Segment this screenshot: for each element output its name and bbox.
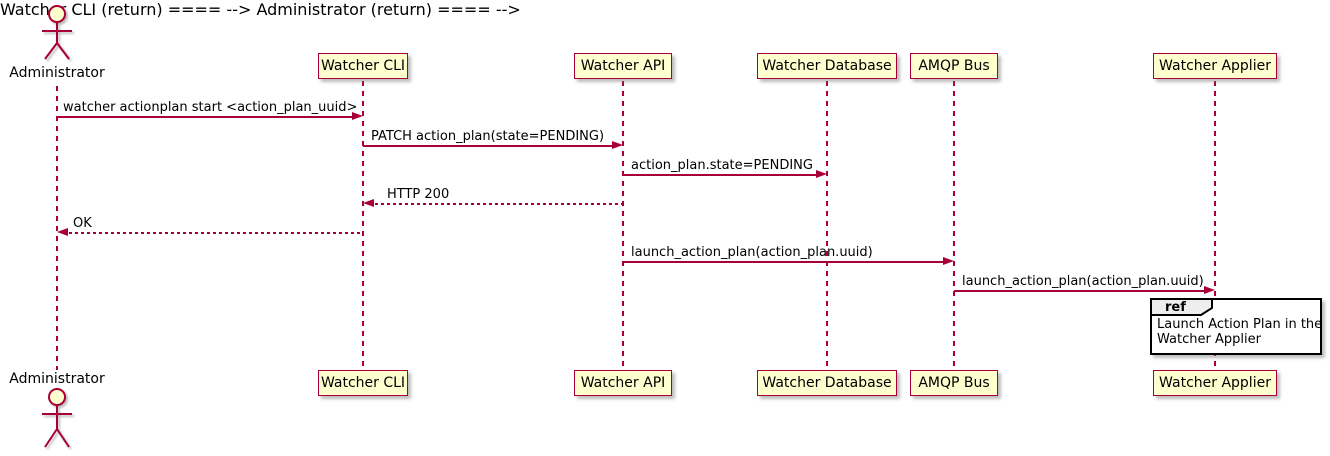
message-3-arrowhead bbox=[816, 170, 827, 178]
actor-icon-bottom bbox=[42, 388, 72, 448]
ref-fragment: ref Launch Action Plan in the Watcher Ap… bbox=[1150, 298, 1322, 355]
message-4-label: HTTP 200 bbox=[387, 187, 450, 202]
participant-watcher-applier-bottom: Watcher Applier bbox=[1153, 370, 1277, 396]
message-7-line bbox=[954, 290, 1209, 292]
participant-watcher-api-bottom: Watcher API bbox=[574, 370, 672, 396]
lifeline-amqp-bus bbox=[953, 81, 955, 370]
message-6-arrowhead bbox=[943, 257, 954, 265]
message-3-label: action_plan.state=PENDING bbox=[631, 158, 813, 173]
message-1-arrowhead bbox=[352, 112, 363, 120]
participant-watcher-cli-bottom: Watcher CLI bbox=[318, 370, 408, 396]
message-5-label: OK bbox=[73, 216, 92, 231]
ref-text: Launch Action Plan in the Watcher Applie… bbox=[1157, 317, 1322, 347]
message-7-label: launch_action_plan(action_plan.uuid) bbox=[962, 274, 1204, 289]
message-2-line bbox=[363, 145, 617, 147]
message-4-line bbox=[369, 203, 623, 205]
actor-icon bbox=[42, 5, 72, 60]
lifeline-watcher-database bbox=[826, 81, 828, 370]
message-4-arrowhead bbox=[363, 199, 374, 207]
lifeline-watcher-applier bbox=[1214, 81, 1216, 370]
message-6-label: launch_action_plan(action_plan.uuid) bbox=[631, 245, 873, 260]
message-5-arrowhead bbox=[57, 228, 68, 236]
message-3-line bbox=[623, 174, 821, 176]
message-6-line bbox=[623, 261, 948, 263]
ref-text-line-1: Launch Action Plan in the bbox=[1157, 317, 1323, 332]
message-2-arrowhead bbox=[612, 141, 623, 149]
message-1-label: watcher actionplan start <action_plan_uu… bbox=[63, 100, 358, 115]
participant-watcher-cli-top: Watcher CLI bbox=[318, 53, 408, 79]
message-1-line bbox=[57, 116, 357, 118]
participant-amqp-bus-top: AMQP Bus bbox=[910, 53, 998, 79]
participant-watcher-api-top: Watcher API bbox=[574, 53, 672, 79]
ref-text-line-2: Watcher Applier bbox=[1157, 332, 1261, 347]
lifeline-watcher-cli bbox=[362, 81, 364, 370]
lifeline-watcher-api bbox=[622, 81, 624, 370]
actor-label-bottom: Administrator bbox=[9, 371, 105, 387]
participant-watcher-database-top: Watcher Database bbox=[757, 53, 897, 79]
ref-header-pentagon bbox=[1150, 298, 1213, 316]
message-2-label: PATCH action_plan(state=PENDING) bbox=[371, 129, 605, 144]
participant-watcher-database-bottom: Watcher Database bbox=[757, 370, 897, 396]
participant-amqp-bus-bottom: AMQP Bus bbox=[910, 370, 998, 396]
ref-keyword: ref bbox=[1165, 300, 1186, 315]
message-5-line bbox=[63, 232, 363, 234]
participant-watcher-applier-top: Watcher Applier bbox=[1153, 53, 1277, 79]
message-7-arrowhead bbox=[1204, 286, 1215, 294]
actor-label-top: Administrator bbox=[9, 65, 105, 81]
